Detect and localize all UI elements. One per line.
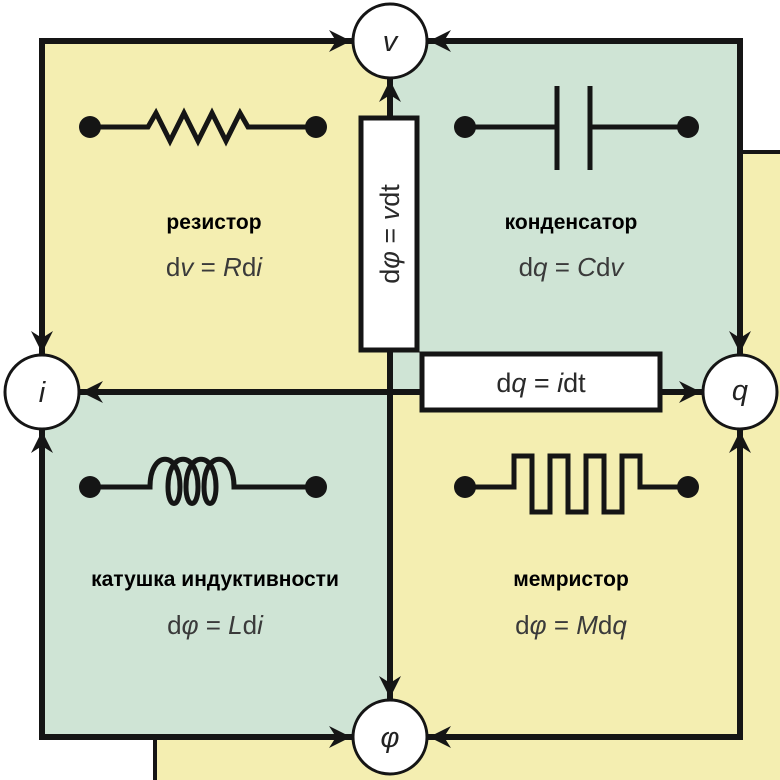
terminal-dot xyxy=(454,116,476,138)
formula-part: v xyxy=(610,252,625,282)
quadrants xyxy=(42,41,740,737)
formula-part: d xyxy=(596,252,610,282)
resistor-formula: dv = Rdi xyxy=(166,252,263,282)
relation-part: d xyxy=(496,368,511,398)
memristor-formula: dφ = Mdq xyxy=(515,610,627,640)
formula-part: = xyxy=(193,252,223,282)
node-flux: φ xyxy=(351,698,429,776)
formula-part: i xyxy=(257,610,264,640)
capacitor-label: конденсатор xyxy=(505,211,638,234)
formula-part: q xyxy=(533,252,548,282)
resistor-label: резистор xyxy=(166,211,261,234)
terminal-dot xyxy=(677,476,699,498)
node-flux-label: φ xyxy=(381,722,400,754)
formula-part: L xyxy=(228,610,242,640)
formula-part: φ xyxy=(182,610,199,640)
relation-box-horizontal xyxy=(419,351,663,413)
relation-flux-voltage-text: dφ = vdt xyxy=(375,184,405,284)
terminal-dot xyxy=(677,116,699,138)
node-charge: q xyxy=(701,353,779,431)
formula-part: φ xyxy=(530,610,547,640)
resistor-element: резистор dv = Rdi xyxy=(79,107,327,282)
formula-part: d xyxy=(242,252,256,282)
relation-part: q xyxy=(511,368,526,398)
node-voltage-label: v xyxy=(383,26,399,58)
inductor-symbol-icon xyxy=(90,456,316,506)
relation-part: = xyxy=(375,220,405,251)
relation-box-vertical xyxy=(358,115,420,353)
node-circle xyxy=(351,698,429,776)
formula-part: = xyxy=(548,252,578,282)
capacitor-symbol-icon xyxy=(465,86,688,170)
memristor-element: мемристор dφ = Mdq xyxy=(454,453,699,640)
capacitor-formula: dq = Cdv xyxy=(519,252,626,282)
formula-part: R xyxy=(223,252,242,282)
relation-part: = xyxy=(526,368,557,398)
relation-part: d xyxy=(375,269,405,284)
inductor-label: катушка индуктивности xyxy=(91,568,339,591)
node-current: i xyxy=(3,353,81,431)
formula-part: d xyxy=(167,610,181,640)
formula-part: d xyxy=(515,610,529,640)
formula-part: q xyxy=(612,610,627,640)
node-circle xyxy=(3,353,81,431)
memristor-symbol-icon xyxy=(465,453,688,515)
formula-part: d xyxy=(243,610,257,640)
memristor-label: мемристор xyxy=(513,568,629,591)
relation-part: v xyxy=(375,205,405,220)
terminal-dot xyxy=(305,476,327,498)
relation-part: dt xyxy=(375,184,405,207)
terminal-dot xyxy=(305,116,327,138)
quadrant-memristor xyxy=(390,392,740,737)
terminal-dot xyxy=(79,116,101,138)
node-circle xyxy=(701,353,779,431)
relation-charge-current: dq = idt xyxy=(419,351,663,413)
quadrant-inductor xyxy=(42,392,390,737)
formula-part: = xyxy=(547,610,577,640)
formula-part: i xyxy=(256,252,263,282)
quadrant-capacitor xyxy=(390,41,740,392)
formula-part: v xyxy=(180,252,195,282)
node-charge-label: q xyxy=(732,375,748,407)
relation-part: dt xyxy=(563,368,586,398)
capacitor-element: конденсатор dq = Cdv xyxy=(454,86,699,282)
terminal-dot xyxy=(454,476,476,498)
formula-part: d xyxy=(598,610,612,640)
inductor-formula: dφ = Ldi xyxy=(167,610,264,640)
formula-part: d xyxy=(166,252,180,282)
formula-part: d xyxy=(519,252,533,282)
terminal-dot xyxy=(79,476,101,498)
node-voltage: v xyxy=(351,2,429,80)
formula-part: C xyxy=(577,252,596,282)
node-circle xyxy=(351,2,429,80)
relation-flux-voltage: dφ = vdt xyxy=(358,115,420,353)
inductor-element: катушка индуктивности dφ = Ldi xyxy=(79,456,339,640)
relation-part: i xyxy=(557,368,564,398)
node-current-label: i xyxy=(39,377,47,409)
relation-part: φ xyxy=(375,251,405,269)
formula-part: M xyxy=(576,610,598,640)
formula-part: = xyxy=(199,610,229,640)
relation-charge-current-text: dq = idt xyxy=(496,368,586,398)
resistor-symbol-icon xyxy=(90,107,316,147)
quadrant-resistor xyxy=(42,41,390,392)
